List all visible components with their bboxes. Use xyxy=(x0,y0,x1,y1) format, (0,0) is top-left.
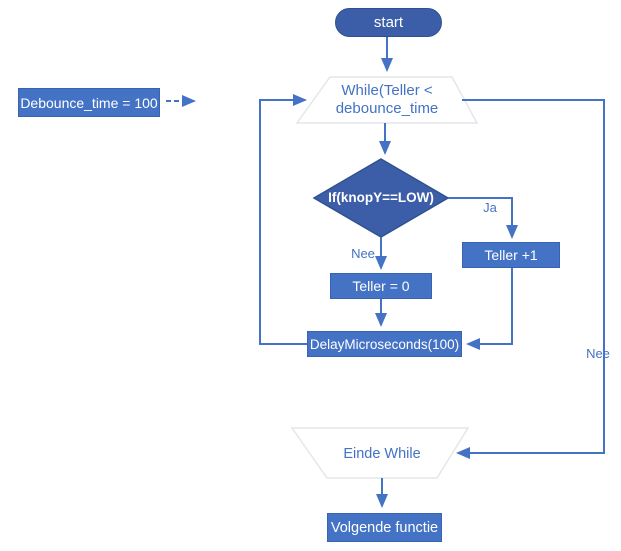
node-debounce-time-label: Debounce_time = 100 xyxy=(20,94,158,111)
edge-if-ja-to-teller-plus xyxy=(448,197,518,239)
node-delay-label: DelayMicroseconds(100) xyxy=(309,336,460,352)
node-volgende-functie-label: Volgende functie xyxy=(330,519,439,536)
edge-label-ja: Ja xyxy=(483,200,497,215)
node-volgende-functie: Volgende functie xyxy=(327,513,442,542)
edge-label-nee-exit: Nee xyxy=(586,346,610,361)
node-start: start xyxy=(335,8,442,37)
node-teller-zero-label: Teller = 0 xyxy=(352,278,410,294)
edge-while-nee-to-einde xyxy=(456,99,605,459)
node-debounce-time: Debounce_time = 100 xyxy=(18,88,160,117)
node-delay: DelayMicroseconds(100) xyxy=(307,331,462,357)
node-start-label: start xyxy=(373,14,404,31)
edge-delay-loop-to-while xyxy=(259,94,307,345)
node-if-label: If(knopY==LOW) xyxy=(328,190,434,205)
node-einde-while-label: Einde While xyxy=(343,446,421,462)
while-trapezoid-shape xyxy=(295,76,479,124)
edge-label-nee-branch: Nee xyxy=(351,246,375,261)
node-teller-plus: Teller +1 xyxy=(462,242,560,268)
node-while-label: While(Teller < debounce_time xyxy=(307,82,467,118)
edge-teller-plus-to-delay xyxy=(466,268,513,350)
node-while-label-line1: While(Teller < xyxy=(341,82,433,99)
node-teller-plus-label: Teller +1 xyxy=(484,247,538,263)
einde-while-trapezoid-shape xyxy=(290,427,470,479)
node-while-label-line2: debounce_time xyxy=(335,100,439,117)
node-teller-zero: Teller = 0 xyxy=(330,273,432,299)
